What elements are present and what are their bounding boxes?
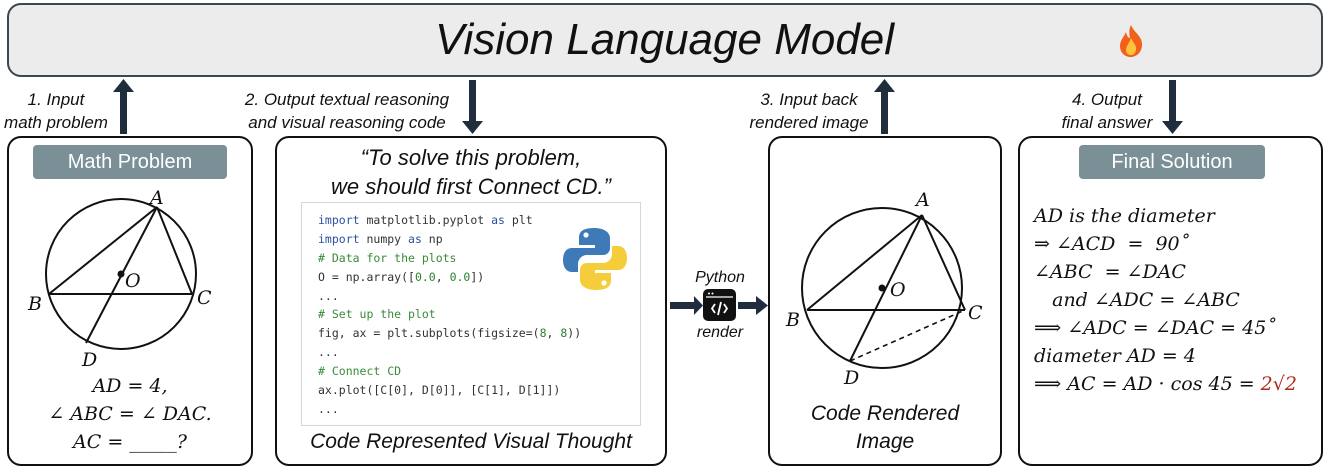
rendered-image-panel (768, 136, 1002, 466)
reasoning-quote: “To solve this problem, we should first … (275, 143, 667, 201)
step-4-label: 4. Output final answer (1050, 88, 1164, 134)
code-line-5: ... (318, 288, 339, 303)
python-logo-icon (562, 226, 628, 297)
solution-line-4: and ∠ADC = ∠ABC (1034, 289, 1240, 311)
code-lines: import matplotlib.pyplot as plt import n… (318, 211, 581, 419)
code-line-11: ... (318, 401, 339, 416)
flame-icon (1116, 24, 1146, 63)
problem-line-3: AC = _____? (73, 431, 187, 453)
solution-line-7: ⟹ AC = AD · cos 45 = 2√2 (1034, 370, 1319, 398)
visual-thought-caption: Code Represented Visual Thought (310, 430, 632, 453)
quote-line-1: “To solve this problem, (360, 145, 582, 170)
step-3-label: 3. Input back rendered image (742, 88, 876, 134)
solution-line-5: ⟹ ∠ADC = ∠DAC = 45˚ (1034, 317, 1276, 339)
math-problem-header: Math Problem (33, 145, 227, 179)
step-2-label: 2. Output textual reasoning and visual r… (228, 88, 466, 134)
final-solution-panel (1018, 136, 1323, 466)
render-label-top: Python (695, 269, 745, 286)
rendered-label-a: A (914, 189, 930, 211)
code-line-10: ax.plot([C[0], D[0]], [C[1], D[1]]) (318, 383, 561, 398)
rendered-label-d: D (843, 367, 859, 389)
problem-line-2: ∠ ABC = ∠ DAC. (48, 403, 212, 425)
label-b: B (27, 293, 42, 315)
label-a: A (148, 187, 164, 209)
solution-steps: AD is the diameter ⇒ ∠ACD = 90˚ ∠ABC = ∠… (1034, 202, 1319, 398)
rendered-caption-line-1: Code Rendered (810, 402, 960, 425)
rendered-image-caption: Code Rendered Image (768, 400, 1002, 456)
label-c: C (197, 287, 212, 309)
code-line-8: ... (318, 345, 339, 360)
quote-line-2: we should first Connect CD.” (331, 174, 611, 199)
solution-line-3: ∠ABC = ∠DAC (1034, 261, 1186, 283)
solution-line-1: AD is the diameter (1034, 205, 1215, 227)
code-line-1: import matplotlib.pyplot as plt (318, 213, 533, 227)
step-1-label: 1. Input math problem (0, 88, 112, 134)
label-o: O (125, 270, 141, 292)
solution-line-6: diameter AD = 4 (1034, 345, 1196, 367)
final-answer: 2√2 (1260, 373, 1297, 395)
step-1-line-2: math problem (4, 113, 108, 132)
vlm-bar (7, 3, 1323, 77)
solution-line-2: ⇒ ∠ACD = 90˚ (1034, 233, 1190, 255)
code-line-2: import numpy as np (318, 231, 443, 246)
code-line-6: # Set up the plot (318, 307, 436, 322)
problem-figure: A B C D O (27, 187, 212, 371)
step-2-line-1: 2. Output textual reasoning (244, 90, 450, 109)
rendered-label-b: B (785, 309, 800, 331)
rendered-figure: A B C D O (785, 189, 983, 389)
render-label-bottom: render (696, 324, 744, 341)
label-d: D (81, 349, 97, 371)
solution-line-7-text: ⟹ AC = AD · cos 45 = (1034, 373, 1261, 395)
vlm-title: Vision Language Model (434, 15, 895, 64)
step-4-line-2: final answer (1061, 113, 1153, 132)
problem-line-1: AD = 4, (92, 375, 168, 397)
problem-text: AD = 4, ∠ ABC = ∠ DAC. AC = _____? (7, 372, 253, 456)
rendered-caption-line-2: Image (855, 430, 915, 453)
code-line-4: O = np.array([0.0, 0.0]) (318, 269, 485, 284)
step-3-line-1: 3. Input back (760, 90, 858, 109)
code-line-9: # Connect CD (318, 364, 402, 379)
step-2-line-2: and visual reasoning code (248, 113, 446, 132)
step-4-line-1: 4. Output (1072, 90, 1142, 109)
rendered-label-o: O (890, 279, 906, 301)
step-3-line-2: rendered image (749, 113, 869, 132)
math-problem-panel (7, 136, 253, 466)
code-terminal-icon (703, 289, 736, 321)
code-line-7: fig, ax = plt.subplots(figsize=(8, 8)) (318, 326, 582, 341)
rendered-label-c: C (968, 302, 983, 324)
final-solution-header: Final Solution (1079, 145, 1265, 179)
step-1-line-1: 1. Input (27, 90, 85, 109)
code-line-3: # Data for the plots (318, 250, 457, 265)
